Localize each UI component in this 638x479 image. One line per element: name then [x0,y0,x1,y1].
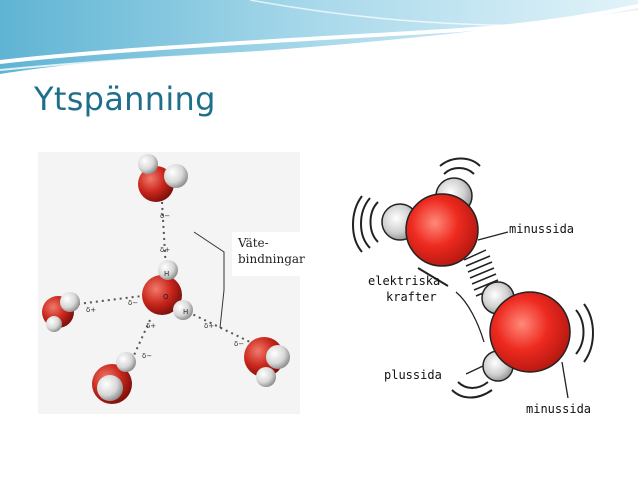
label-minussida-bottom: minussida [526,402,592,416]
water-molecule-center: H O H [142,260,193,320]
atom-label-o: O [163,293,169,301]
water-molecule-left [42,292,80,332]
hydrogen-bond-label-line2: bindningar [238,252,305,266]
delta-minus-right: δ− [234,340,244,348]
label-elektriska: elektriska [368,274,441,288]
water-molecule-bottom-left [92,352,136,404]
header-banner [0,0,638,74]
hydrogen-bond-label-line1: Väte- [238,236,269,250]
label-minussida-top: minussida [509,222,575,236]
delta-plus-left: δ+ [86,306,96,314]
label-krafter: krafter [386,290,437,304]
delta-plus-center: δ+ [146,322,156,330]
electric-forces-illustration [352,157,594,399]
hydrogen-bond-model: H O H δ− δ+ δ+ δ− δ+ δ− δ+ δ− [38,152,300,414]
delta-plus-top: δ+ [160,246,170,254]
water-molecule-bottom-right [244,337,290,387]
delta-plus-right: δ+ [204,322,214,330]
hydrogen-bond-label: Väte- bindningar [232,232,328,276]
delta-minus-top: δ− [160,212,170,220]
delta-minus-left: δ− [128,299,138,307]
water-molecule-upper [381,177,479,267]
water-molecule-lower [481,281,571,382]
atom-label-h1: H [164,270,169,278]
atom-label-h2: H [183,308,188,316]
water-molecule-top [138,154,188,202]
label-plussida: plussida [384,368,442,382]
slide-title: Ytspänning [34,80,216,118]
delta-minus-bottom: δ− [142,352,152,360]
